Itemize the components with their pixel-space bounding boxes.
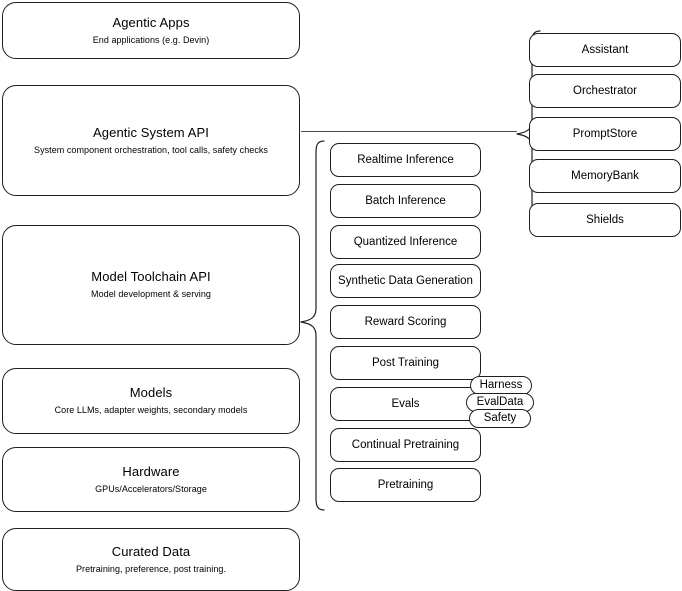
eval-pill-label: Safety: [483, 412, 517, 424]
eval-pill-safety[interactable]: Safety: [469, 409, 531, 428]
toolchain-item-label: Batch Inference: [365, 195, 446, 207]
layer-title: Model Toolchain API: [91, 269, 211, 284]
eval-pill-harness[interactable]: Harness: [470, 376, 532, 395]
layer-subtitle: Model development & serving: [91, 289, 211, 299]
eval-pill-label: EvalData: [476, 396, 524, 408]
layer-subtitle: Core LLMs, adapter weights, secondary mo…: [54, 405, 248, 415]
layer-subtitle: End applications (e.g. Devin): [92, 34, 210, 45]
system-item-shields[interactable]: Shields: [529, 203, 681, 237]
eval-pill-label: Harness: [479, 379, 523, 391]
toolchain-item-post-training[interactable]: Post Training: [330, 346, 481, 380]
toolchain-item-label: Realtime Inference: [357, 154, 454, 166]
layer-box-agentic-system-api[interactable]: Agentic System API System component orch…: [2, 85, 300, 196]
toolchain-item-synthetic-data-generation[interactable]: Synthetic Data Generation: [330, 264, 481, 298]
system-item-orchestrator[interactable]: Orchestrator: [529, 74, 681, 108]
layer-title: Agentic System API: [93, 124, 209, 140]
layer-title: Curated Data: [111, 543, 191, 559]
toolchain-item-label: Evals: [391, 398, 420, 410]
eval-pill-evaldata[interactable]: EvalData: [466, 393, 534, 412]
layer-subtitle: GPUs/Accelerators/Storage: [95, 483, 207, 494]
system-item-memorybank[interactable]: MemoryBank: [529, 159, 681, 193]
layer-box-models[interactable]: Models Core LLMs, adapter weights, secon…: [2, 368, 300, 434]
system-item-label: MemoryBank: [571, 170, 639, 182]
toolchain-item-batch-inference[interactable]: Batch Inference: [330, 184, 481, 218]
system-item-assistant[interactable]: Assistant: [529, 33, 681, 67]
toolchain-item-quantized-inference[interactable]: Quantized Inference: [330, 225, 481, 259]
layer-subtitle: System component orchestration, tool cal…: [34, 144, 268, 155]
system-item-label: Shields: [586, 214, 624, 226]
connector-line-system-api-to-components: [301, 131, 517, 132]
layer-title: Hardware: [122, 463, 180, 479]
toolchain-item-label: Post Training: [371, 357, 440, 369]
brace-toolchain-path: [300, 140, 325, 511]
layer-box-curated-data[interactable]: Curated Data Pretraining, preference, po…: [2, 528, 300, 591]
toolchain-item-label: Reward Scoring: [364, 316, 447, 328]
toolchain-item-pretraining[interactable]: Pretraining: [330, 468, 481, 502]
toolchain-item-label: Continual Pretraining: [351, 439, 460, 451]
toolchain-item-evals[interactable]: Evals: [330, 387, 481, 421]
layer-box-hardware[interactable]: Hardware GPUs/Accelerators/Storage: [2, 447, 300, 512]
toolchain-item-label: Quantized Inference: [353, 236, 458, 248]
layer-subtitle: Pretraining, preference, post training.: [75, 563, 227, 574]
brace-toolchain: [300, 140, 325, 511]
system-item-label: Orchestrator: [573, 85, 637, 97]
toolchain-item-continual-pretraining[interactable]: Continual Pretraining: [330, 428, 481, 462]
system-item-promptstore[interactable]: PromptStore: [529, 117, 681, 151]
toolchain-item-reward-scoring[interactable]: Reward Scoring: [330, 305, 481, 339]
layer-box-agentic-apps[interactable]: Agentic Apps End applications (e.g. Devi…: [2, 2, 300, 59]
layer-title: Agentic Apps: [112, 14, 190, 30]
toolchain-item-label: Synthetic Data Generation: [338, 275, 473, 287]
layer-box-model-toolchain-api[interactable]: Model Toolchain API Model development & …: [2, 225, 300, 345]
toolchain-item-label: Pretraining: [377, 479, 434, 491]
system-item-label: PromptStore: [572, 128, 638, 140]
layer-title: Models: [129, 385, 173, 400]
system-item-label: Assistant: [581, 44, 629, 56]
toolchain-item-realtime-inference[interactable]: Realtime Inference: [330, 143, 481, 177]
